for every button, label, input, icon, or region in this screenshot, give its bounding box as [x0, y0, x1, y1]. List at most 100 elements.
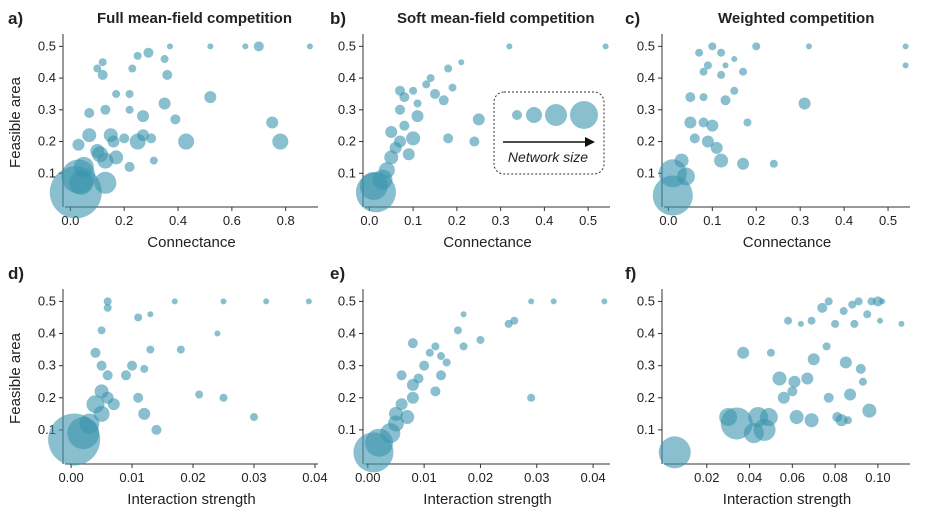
x-tick-label: 0.5 [579, 213, 597, 228]
x-axis-label: Connectance [443, 234, 531, 251]
scatter-point [739, 67, 748, 76]
scatter-point [103, 303, 112, 312]
x-tick-label: 0.02 [694, 470, 719, 485]
scatter-point [160, 55, 169, 64]
y-tick-label: 0.2 [338, 134, 356, 149]
scatter-point [103, 297, 112, 306]
scatter-point [84, 107, 95, 118]
scatter-point [219, 393, 228, 402]
scatter-point [125, 105, 134, 114]
scatter-point [431, 342, 440, 351]
scatter-point [685, 92, 696, 103]
scatter-point [698, 117, 709, 128]
scatter-point [863, 310, 872, 319]
scatter-point [425, 348, 434, 357]
scatter-point [72, 138, 85, 151]
scatter-point [124, 161, 135, 172]
scatter-point [476, 335, 485, 344]
panel-letter: c) [625, 9, 640, 28]
scatter-point [107, 398, 120, 411]
y-tick-label: 0.4 [338, 326, 356, 341]
scatter-point [120, 370, 131, 381]
scatter-point [143, 47, 154, 58]
scatter-point [701, 135, 714, 148]
scatter-point [722, 62, 729, 69]
scatter-point [652, 175, 693, 216]
scatter-point [708, 42, 717, 51]
scatter-point [822, 342, 831, 351]
scatter-point [804, 413, 819, 428]
scatter-point [850, 319, 859, 328]
scatter-point [170, 114, 181, 125]
scatter-point [703, 61, 712, 70]
scatter-point [824, 297, 833, 306]
scatter-point [472, 113, 485, 126]
y-tick-label: 0.5 [38, 38, 56, 53]
scatter-point [898, 320, 905, 327]
scatter-point [422, 80, 431, 89]
scatter-point [253, 41, 264, 52]
scatter-point [207, 43, 214, 50]
y-tick-label: 0.2 [38, 390, 56, 405]
y-tick-label: 0.4 [637, 70, 655, 85]
inset-label: Network size [508, 149, 588, 165]
scatter-point [877, 317, 884, 324]
scatter-point [506, 43, 513, 50]
x-tick-label: 0.0 [659, 213, 677, 228]
scatter-point [93, 405, 110, 422]
network-size-inset: Network size [493, 91, 605, 175]
x-tick-label: 0.04 [580, 470, 605, 485]
scatter-points [658, 296, 905, 469]
scatter-point [162, 69, 173, 80]
x-tick-label: 0.03 [524, 470, 549, 485]
scatter-point [133, 392, 144, 403]
x-tick-label: 0.8 [277, 213, 295, 228]
y-tick-label: 0.5 [38, 293, 56, 308]
scatter-point [469, 136, 480, 147]
scatter-point [399, 120, 410, 131]
scatter-point [862, 403, 877, 418]
scatter-point [263, 298, 270, 305]
panel-title: Soft mean-field competition [397, 10, 595, 27]
panel-letter: f) [625, 264, 636, 283]
x-tick-label: 0.2 [115, 213, 133, 228]
scatter-point [158, 97, 171, 110]
y-tick-label: 0.5 [338, 293, 356, 308]
scatter-point [395, 85, 405, 96]
y-tick-label: 0.3 [338, 358, 356, 373]
x-tick-label: 0.01 [411, 470, 436, 485]
scatter-point [448, 83, 457, 92]
x-axis-label: Interaction strength [423, 491, 551, 508]
y-tick-label: 0.5 [637, 38, 655, 53]
scatter-point [195, 390, 204, 399]
scatter-point [96, 360, 107, 371]
scatter-point [137, 129, 150, 142]
scatter-point [79, 413, 100, 434]
x-tick-label: 0.6 [223, 213, 241, 228]
scatter-point [109, 150, 124, 165]
y-tick-label: 0.3 [637, 358, 655, 373]
scatter-point [442, 358, 451, 367]
scatter-point [459, 342, 468, 351]
scatter-point [137, 110, 150, 123]
scatter-point [406, 131, 421, 146]
scatter-point [147, 311, 154, 318]
x-tick-label: 0.10 [865, 470, 890, 485]
panel-title: Weighted competition [718, 10, 874, 27]
scatter-point [730, 86, 739, 95]
scatter-point [789, 410, 804, 425]
scatter-point [689, 133, 700, 144]
scatter-point [699, 67, 708, 76]
x-tick-label: 0.2 [448, 213, 466, 228]
x-axis-label: Connectance [147, 234, 235, 251]
scatter-point [684, 116, 697, 129]
scatter-point [400, 410, 415, 425]
scatter-point [402, 148, 415, 161]
y-tick-label: 0.2 [338, 390, 356, 405]
inset-arrow-head [585, 137, 595, 147]
scatter-point [807, 316, 816, 325]
scatter-points [48, 297, 312, 466]
